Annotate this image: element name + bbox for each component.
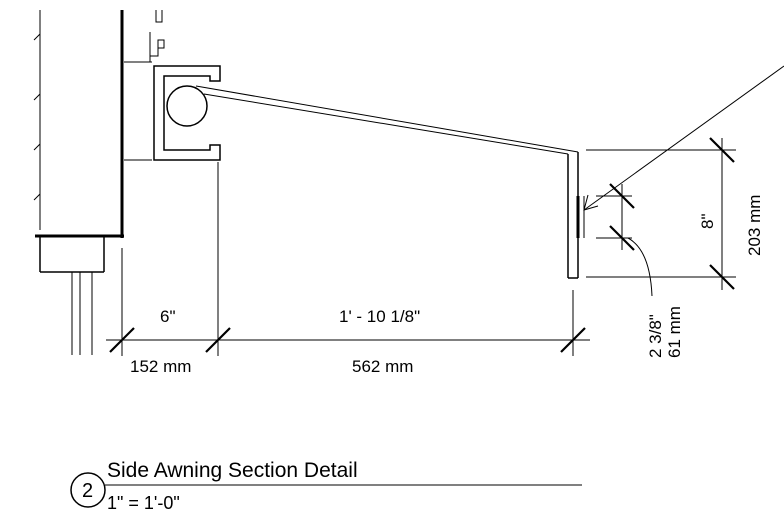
left-width-metric: 152 mm <box>130 357 191 376</box>
height-imperial: 8" <box>698 214 717 230</box>
height-metric: 203 mm <box>745 195 764 256</box>
leader-arrow <box>583 65 784 211</box>
awning-valance <box>567 152 585 279</box>
detail-title: Side Awning Section Detail <box>107 459 358 482</box>
left-width-imperial: 6" <box>160 307 176 326</box>
flange-metric: 61 mm <box>665 306 684 358</box>
main-width-imperial: 1' - 10 1/8" <box>339 307 420 326</box>
awning-extrusion <box>153 65 579 161</box>
detail-number: 2 <box>82 480 93 502</box>
flange-dimension <box>609 183 653 297</box>
extension-lines <box>121 149 736 356</box>
building-wall <box>33 10 124 355</box>
main-width-metric: 562 mm <box>352 357 413 376</box>
flange-imperial: 2 3/8" <box>646 314 665 358</box>
detail-scale: 1" = 1'-0" <box>107 493 180 513</box>
detail-number-bubble <box>70 472 106 508</box>
wall-cleat <box>124 10 165 161</box>
vertical-dimension <box>709 137 735 290</box>
title-block: 2 Side Awning Section Detail 1" = 1'-0" <box>70 459 582 513</box>
horizontal-dimension <box>106 327 590 353</box>
